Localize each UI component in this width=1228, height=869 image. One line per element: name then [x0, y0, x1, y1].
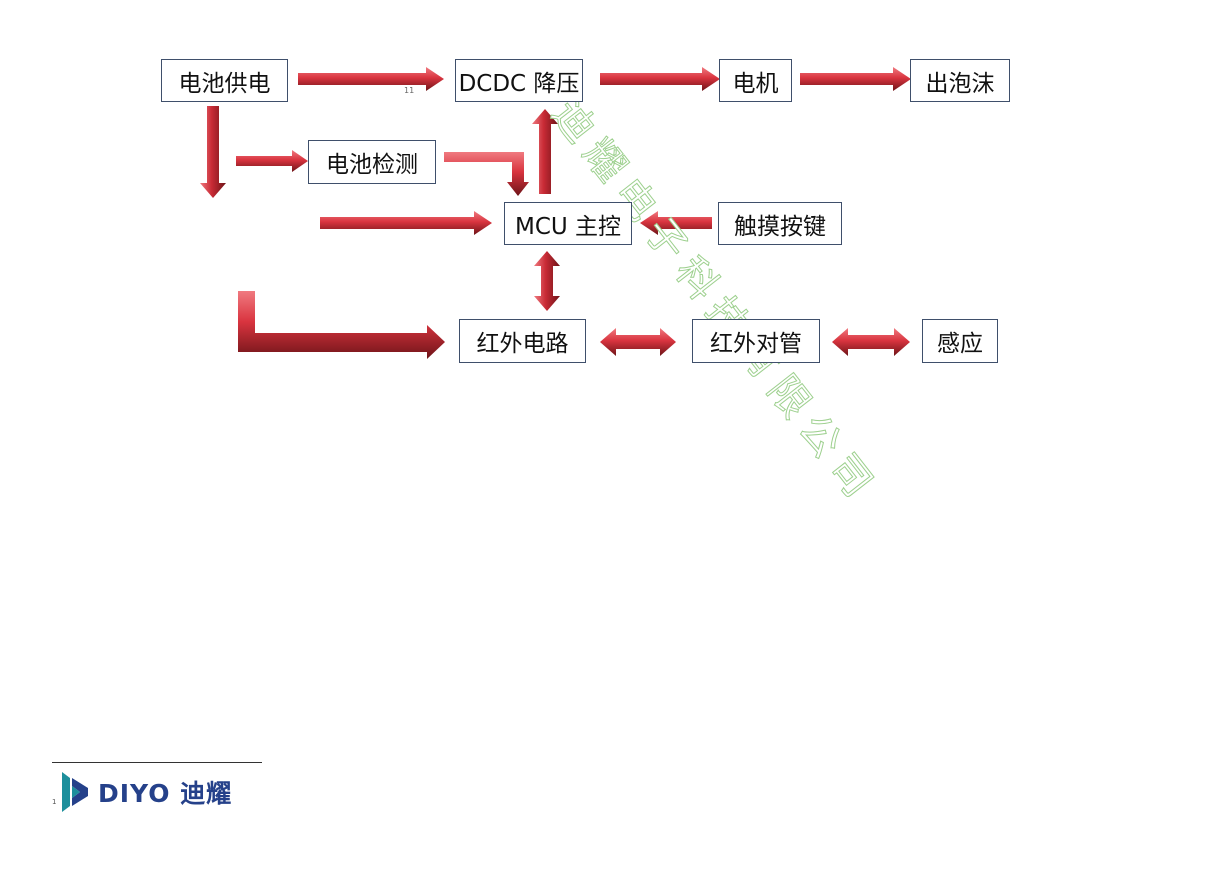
arrow-mcu-ir-circuit: [534, 251, 560, 311]
small-mark: 11: [404, 86, 415, 95]
node-mcu: MCU 主控: [504, 202, 632, 245]
footnote-number: 1: [52, 798, 57, 806]
arrow-detect-to-mcu: [444, 152, 529, 196]
node-sensing: 感应: [922, 319, 998, 363]
arrow-ir-tube-sensing: [832, 328, 910, 356]
arrow-motor-to-foam: [800, 67, 911, 91]
diyo-logo-icon: [62, 772, 88, 812]
node-foam: 出泡沫: [910, 59, 1010, 102]
node-dcdc: DCDC 降压: [455, 59, 583, 102]
node-battery-supply: 电池供电: [161, 59, 288, 102]
arrow-to-battery-detect: [236, 150, 308, 172]
arrow-touch-to-mcu: [640, 211, 712, 235]
node-ir-tube: 红外对管: [692, 319, 820, 363]
arrow-to-ir-circuit: [238, 291, 445, 359]
arrow-ir-circuit-ir-tube: [600, 328, 676, 356]
node-battery-detect: 电池检测: [308, 140, 436, 184]
node-ir-circuit: 红外电路: [459, 319, 586, 363]
logo-text: DIYO 迪耀: [98, 779, 233, 808]
diyo-logo: DIYO 迪耀: [62, 772, 232, 812]
node-touch-key: 触摸按键: [718, 202, 842, 245]
arrow-mcu-to-dcdc: [532, 109, 558, 194]
footnote-divider: [52, 762, 262, 763]
arrow-supply-down: [200, 106, 226, 198]
arrow-supply-to-dcdc: [298, 67, 444, 91]
arrow-to-mcu: [320, 211, 492, 235]
node-motor: 电机: [719, 59, 792, 102]
arrow-dcdc-to-motor: [600, 67, 720, 91]
